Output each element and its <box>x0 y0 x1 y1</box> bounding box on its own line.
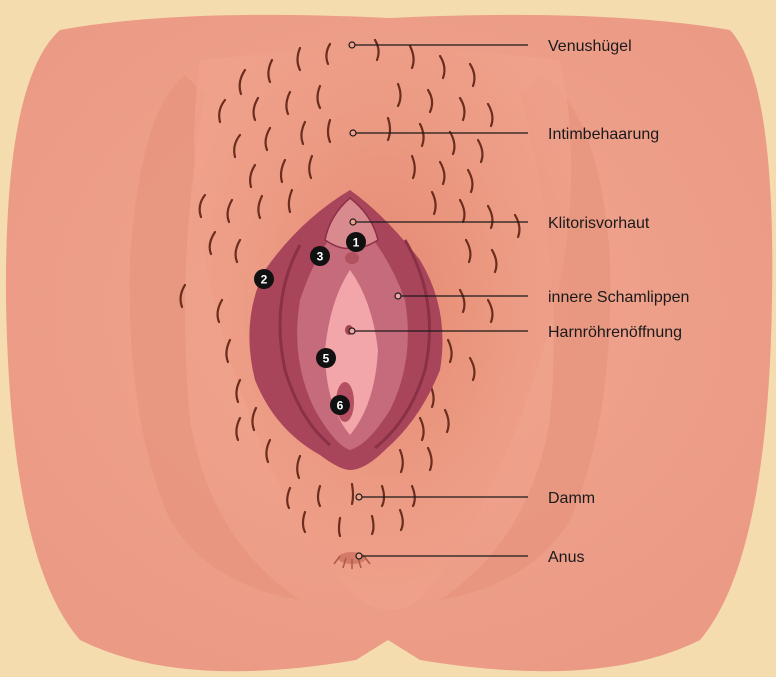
marker-1: 1 <box>346 232 366 252</box>
label-intimbehaarung-text: Intimbehaarung <box>548 126 659 143</box>
leader-dot <box>349 42 355 48</box>
leader-dot <box>356 494 362 500</box>
marker-6: 6 <box>330 395 350 415</box>
marker-6-number: 6 <box>337 399 344 413</box>
marker-5-number: 5 <box>323 352 330 366</box>
marker-2-number: 2 <box>261 273 268 287</box>
marker-3: 3 <box>310 246 330 266</box>
leader-dot <box>350 219 356 225</box>
label-damm-text: Damm <box>548 490 595 507</box>
label-innere-schamlippen-text: innere Schamlippen <box>548 289 689 306</box>
leader-dot <box>356 553 362 559</box>
label-venushuegel-text: Venushügel <box>548 38 632 55</box>
marker-1-number: 1 <box>353 236 360 250</box>
label-klitorisvorhaut-text: Klitorisvorhaut <box>548 215 650 232</box>
label-harnroehrenoeffnung-text: Harnröhrenöffnung <box>548 324 682 341</box>
marker-5: 5 <box>316 348 336 368</box>
leader-dot <box>350 130 356 136</box>
leader-dot <box>349 328 355 334</box>
leader-dot <box>395 293 401 299</box>
marker-2: 2 <box>254 269 274 289</box>
label-anus-text: Anus <box>548 549 584 566</box>
clitoris <box>345 252 359 264</box>
marker-3-number: 3 <box>317 250 324 264</box>
